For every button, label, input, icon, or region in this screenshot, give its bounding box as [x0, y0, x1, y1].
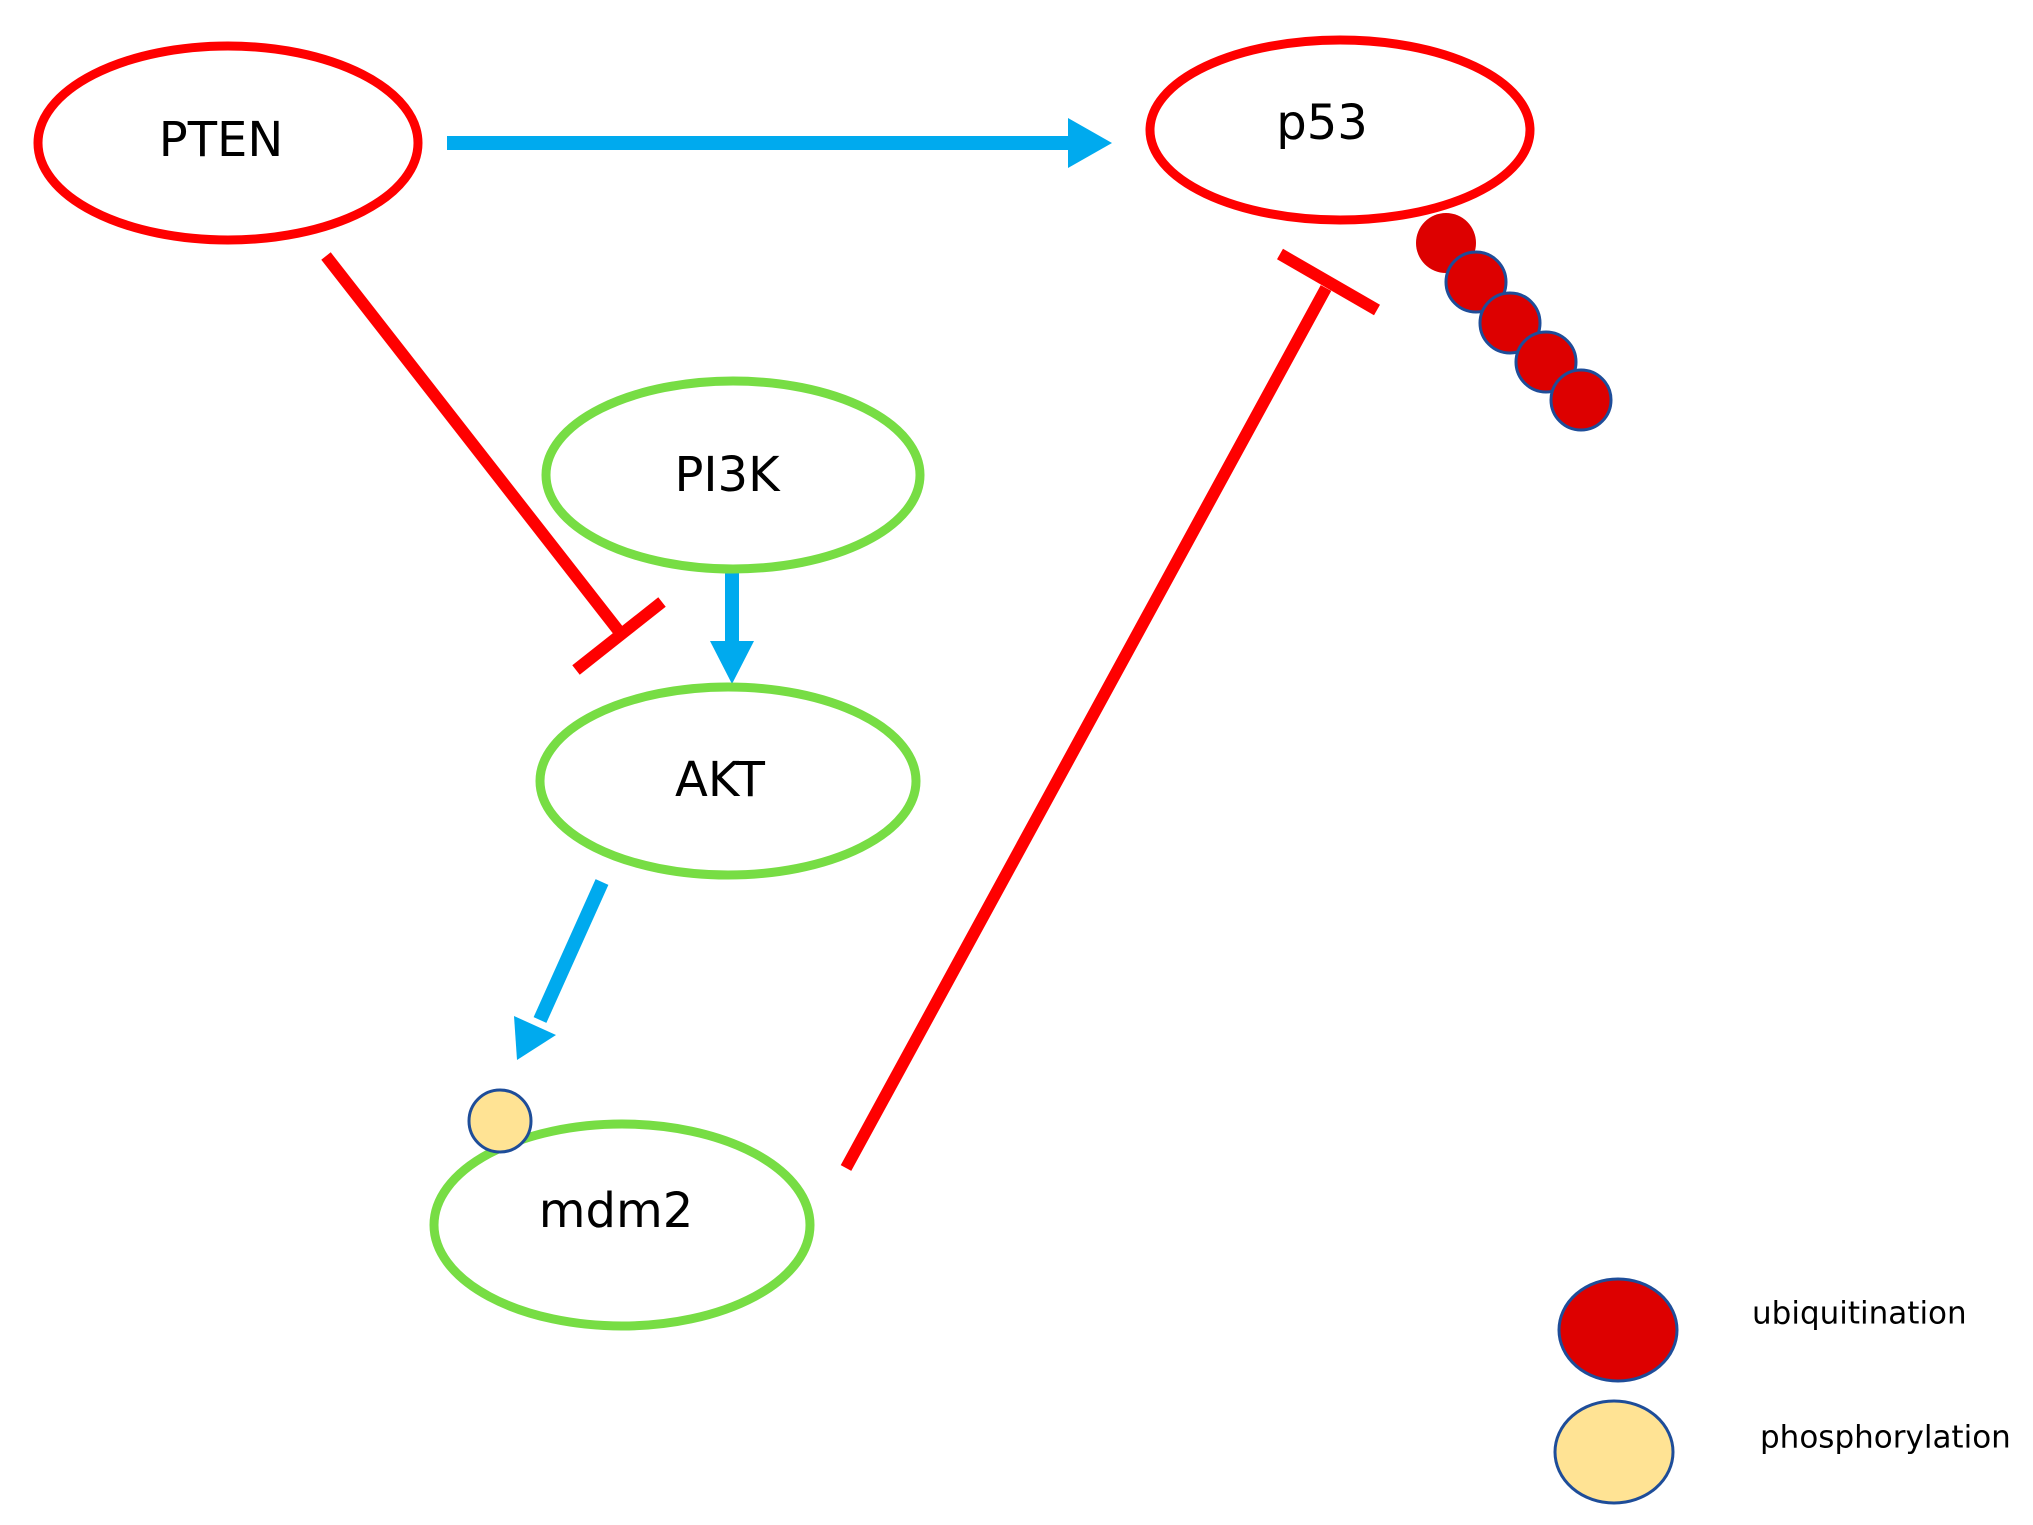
node-pten-label: PTEN: [159, 112, 284, 168]
legend-phosphorylation-swatch: [1553, 1399, 1675, 1505]
edge-mdm2-p53-inhibition: [840, 248, 1380, 1171]
node-pten[interactable]: PTEN: [33, 41, 423, 245]
edge-pten-p53-activation: [447, 118, 1112, 168]
legend-ubiquitination-label: ubiquitination: [1752, 1296, 1967, 1332]
legend-phosphorylation-label: phosphorylation: [1760, 1420, 2011, 1456]
ubiquitin-marker: [1549, 368, 1613, 432]
node-mdm2[interactable]: mdm2: [429, 1119, 815, 1331]
legend-item-ubiquitination: ubiquitination: [1557, 1277, 1967, 1383]
node-pi3k[interactable]: PI3K: [541, 376, 925, 574]
legend: ubiquitination phosphorylation: [1553, 1277, 2011, 1505]
ubiquitin-marker: [1478, 291, 1542, 355]
edge-pten-akt-inhibition: [321, 252, 666, 675]
node-p53-label: p53: [1276, 95, 1368, 151]
legend-item-phosphorylation: phosphorylation: [1553, 1399, 2011, 1505]
legend-ubiquitination-swatch: [1557, 1277, 1679, 1383]
edge-pi3k-akt-activation: [710, 562, 754, 684]
ubiquitin-chain: [1416, 213, 1613, 432]
edge-akt-mdm2-activation: [514, 879, 609, 1060]
node-p53[interactable]: p53: [1145, 35, 1535, 225]
node-mdm2-label: mdm2: [539, 1183, 694, 1239]
phosphorylation-marker: [467, 1088, 533, 1154]
node-akt-label: AKT: [675, 752, 766, 808]
node-pi3k-label: PI3K: [674, 447, 781, 503]
node-akt[interactable]: AKT: [535, 682, 921, 880]
ubiquitin-marker: [1444, 250, 1508, 314]
